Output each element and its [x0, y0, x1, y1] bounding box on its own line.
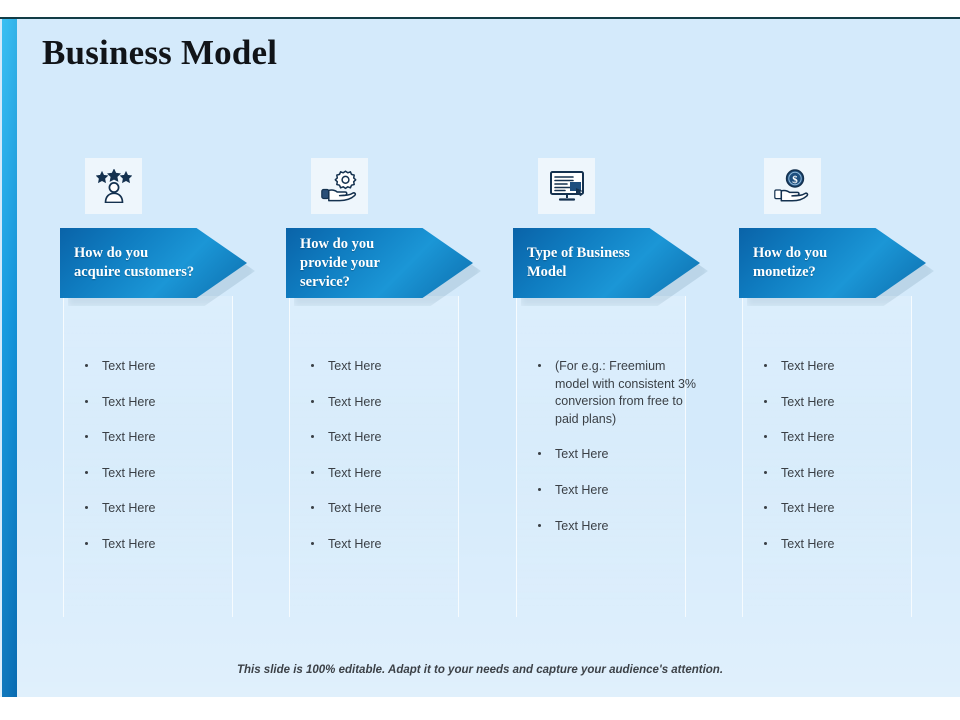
- left-accent-bar-gradient: [2, 19, 17, 697]
- bullet-text: Text Here: [102, 394, 156, 409]
- bullet-dot-icon: [85, 399, 88, 403]
- bullet-dot-icon: [85, 364, 88, 367]
- bullet-dot-icon: [764, 435, 767, 439]
- list-item: (For e.g.: Freemium model with consisten…: [531, 358, 701, 428]
- column-type-of-business-model: Type of Business Model (For e.g.: Freemi…: [513, 0, 740, 720]
- svg-text:$: $: [792, 174, 798, 186]
- banner-label: How do you acquire customers?: [74, 245, 195, 280]
- bullet-dot-icon: [538, 452, 541, 456]
- hand-dollar-coin-icon: $: [764, 158, 821, 214]
- bullet-dot-icon: [764, 470, 767, 474]
- bullet-dot-icon: [85, 435, 88, 439]
- bullet-dot-icon: [311, 470, 314, 474]
- bullet-list: Text Here Text Here Text Here Text Here …: [757, 358, 927, 572]
- page-title: Business Model: [42, 33, 278, 72]
- bullet-text: Text Here: [102, 501, 156, 516]
- list-item: Text Here: [304, 429, 474, 447]
- bullet-text: Text Here: [328, 501, 382, 516]
- bullet-text: Text Here: [328, 536, 382, 551]
- bullet-text: Text Here: [555, 482, 609, 497]
- bullet-text: Text Here: [555, 447, 609, 462]
- bullet-dot-icon: [764, 506, 767, 510]
- bullet-text: Text Here: [102, 536, 156, 551]
- banner-acquire-customers[interactable]: How do you acquire customers?: [60, 228, 247, 298]
- customer-stars-icon: [85, 158, 142, 214]
- bullet-text: Text Here: [328, 430, 382, 445]
- footer-note: This slide is 100% editable. Adapt it to…: [236, 664, 724, 676]
- banner-type-of-business-model[interactable]: Type of Business Model: [513, 228, 700, 298]
- bullet-dot-icon: [764, 541, 767, 545]
- bullet-text: (For e.g.: Freemium model with consisten…: [555, 359, 697, 426]
- bullet-dot-icon: [311, 399, 314, 403]
- list-item: Text Here: [757, 500, 927, 518]
- bullet-text: Text Here: [555, 518, 609, 533]
- bullet-dot-icon: [538, 487, 541, 491]
- column-panel: [63, 296, 233, 617]
- slide-canvas: [0, 17, 960, 697]
- monitor-document-icon: [538, 158, 595, 214]
- banner-label: How do you provide your service?: [300, 235, 380, 290]
- bullet-dot-icon: [764, 399, 767, 403]
- list-item: Text Here: [757, 429, 927, 447]
- bullet-text: Text Here: [781, 536, 835, 551]
- list-item: Text Here: [757, 394, 927, 412]
- bullet-dot-icon: [311, 541, 314, 545]
- column-panel: [516, 296, 686, 617]
- list-item: Text Here: [304, 394, 474, 412]
- list-item: Text Here: [757, 465, 927, 483]
- bullet-text: Text Here: [328, 465, 382, 480]
- list-item: Text Here: [304, 536, 474, 554]
- bullet-text: Text Here: [781, 430, 835, 445]
- bullet-dot-icon: [311, 435, 314, 439]
- list-item: Text Here: [78, 394, 248, 412]
- bullet-dot-icon: [85, 541, 88, 545]
- banner-provide-service[interactable]: How do you provide your service?: [286, 228, 473, 298]
- bullet-dot-icon: [538, 523, 541, 527]
- banner-label: How do you monetize?: [753, 245, 828, 280]
- list-item: Text Here: [78, 465, 248, 483]
- bullet-list: Text Here Text Here Text Here Text Here …: [304, 358, 474, 572]
- bullet-text: Text Here: [102, 430, 156, 445]
- list-item: Text Here: [304, 358, 474, 376]
- bullet-text: Text Here: [781, 465, 835, 480]
- bullet-text: Text Here: [781, 501, 835, 516]
- bullet-dot-icon: [85, 470, 88, 474]
- list-item: Text Here: [531, 482, 701, 500]
- column-provide-service: How do you provide your service? Text He…: [286, 0, 513, 720]
- bullet-list: (For e.g.: Freemium model with consisten…: [531, 358, 701, 553]
- bullet-dot-icon: [538, 364, 541, 367]
- list-item: Text Here: [531, 518, 701, 536]
- list-item: Text Here: [304, 465, 474, 483]
- banner-label: Type of Business Model: [527, 245, 630, 280]
- list-item: Text Here: [304, 500, 474, 518]
- bullet-text: Text Here: [781, 394, 835, 409]
- banner-monetize[interactable]: How do you monetize?: [739, 228, 926, 298]
- list-item: Text Here: [531, 446, 701, 464]
- bullet-text: Text Here: [102, 465, 156, 480]
- bullet-dot-icon: [85, 506, 88, 510]
- column-panel: [742, 296, 912, 617]
- list-item: Text Here: [78, 500, 248, 518]
- bullet-text: Text Here: [328, 394, 382, 409]
- bullet-dot-icon: [311, 364, 314, 367]
- bullet-dot-icon: [311, 506, 314, 510]
- left-accent-bar: [2, 19, 17, 697]
- column-monetize: $ How do you monetize? Text Here Text He…: [739, 0, 960, 720]
- list-item: Text Here: [78, 358, 248, 376]
- bullet-text: Text Here: [102, 359, 156, 373]
- bullet-dot-icon: [764, 364, 767, 367]
- list-item: Text Here: [757, 358, 927, 376]
- column-panel: [289, 296, 459, 617]
- list-item: Text Here: [78, 536, 248, 554]
- bullet-list: Text Here Text Here Text Here Text Here …: [78, 358, 248, 572]
- column-acquire-customers: How do you acquire customers? Text Here …: [60, 0, 287, 720]
- list-item: Text Here: [78, 429, 248, 447]
- bullet-text: Text Here: [781, 359, 835, 373]
- hand-gear-icon: [311, 158, 368, 214]
- list-item: Text Here: [757, 536, 927, 554]
- bullet-text: Text Here: [328, 359, 382, 373]
